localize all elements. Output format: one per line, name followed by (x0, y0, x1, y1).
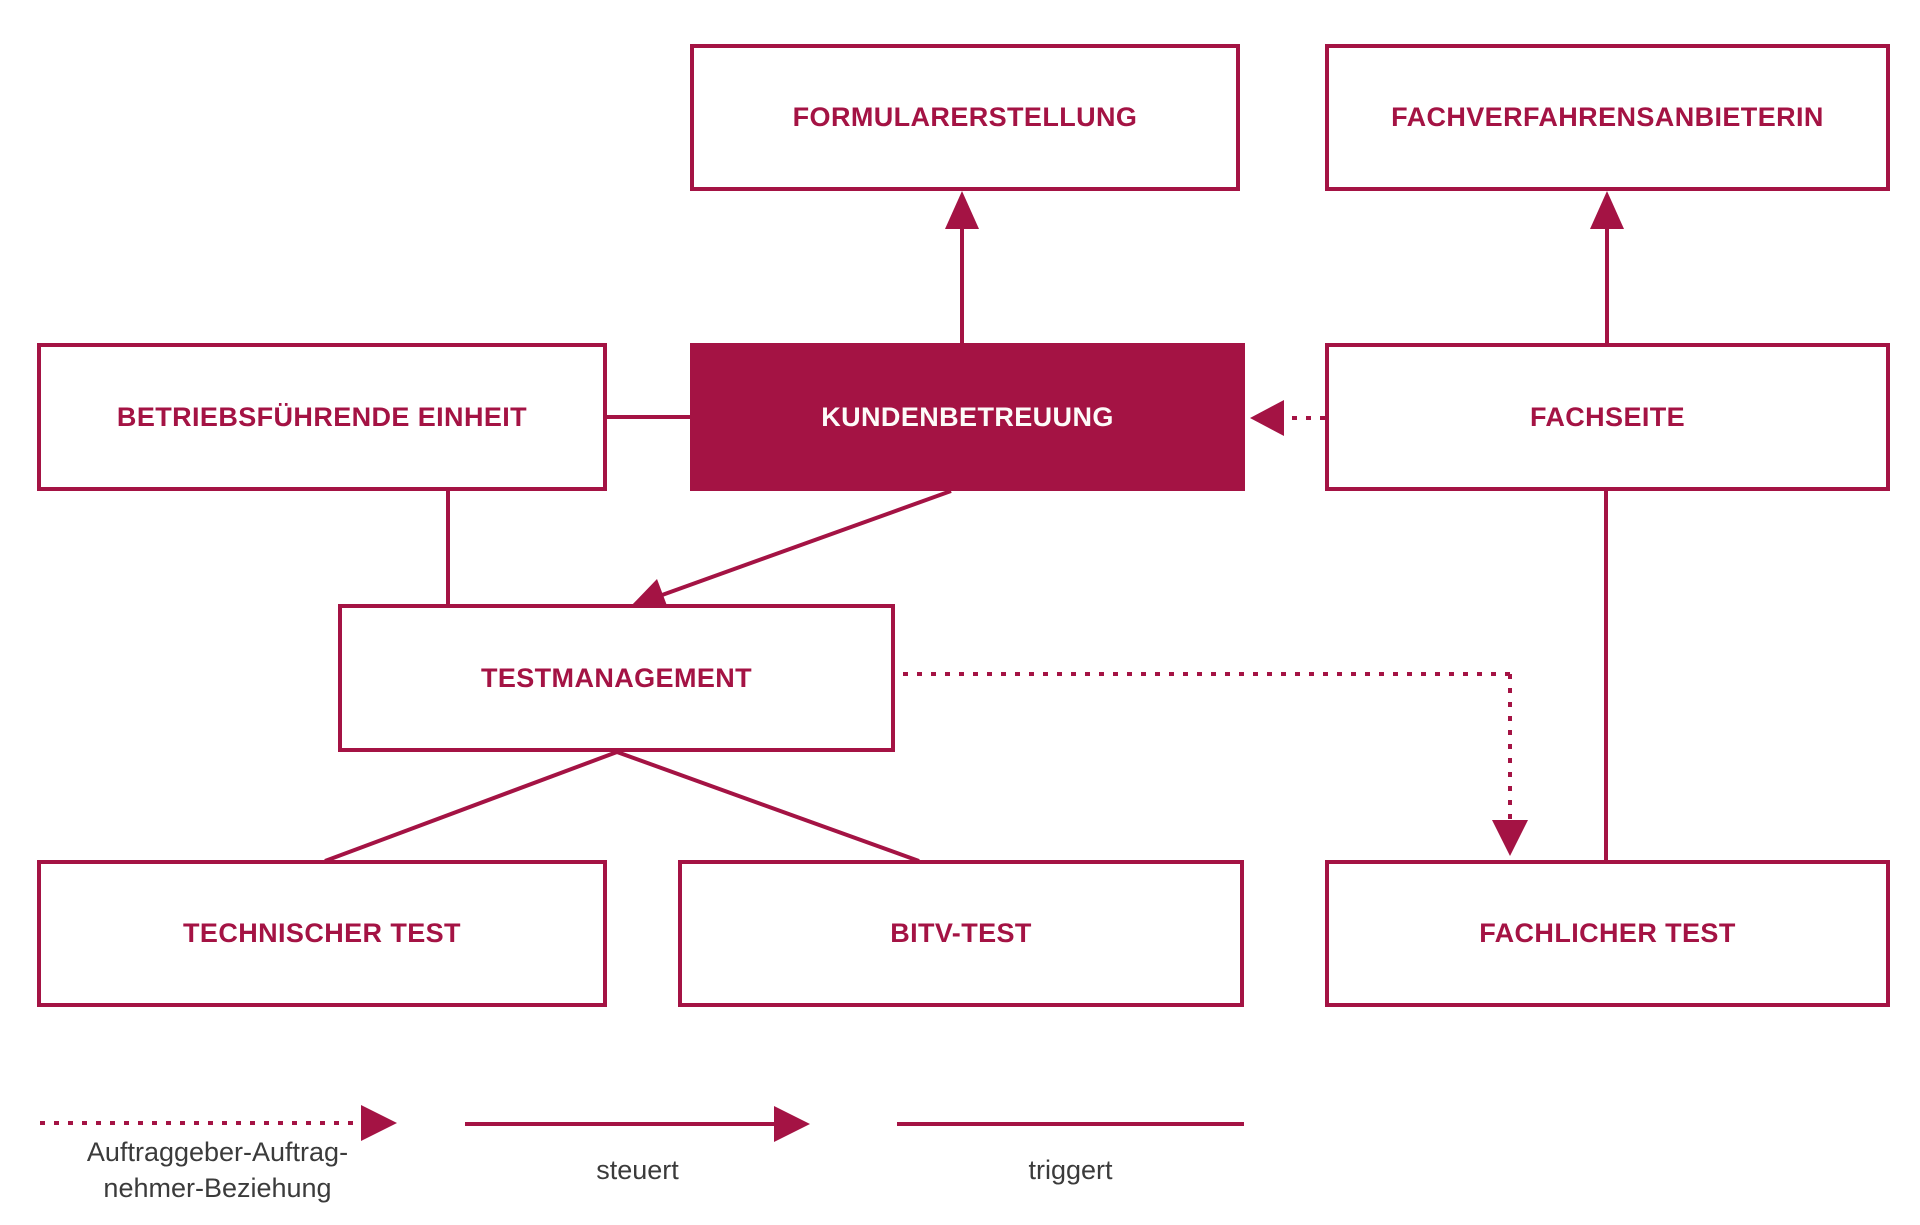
node-kundenbetreuung: KUNDENBETREUUNG (690, 343, 1245, 491)
legend-label-line: triggert (1028, 1155, 1113, 1185)
legend-label-line: Auftraggeber-Auftrag- (86, 1137, 349, 1167)
node-bitv-test: BITV-TEST (678, 860, 1244, 1007)
arrowhead-up-fachverfahrensanbieterin (1590, 191, 1624, 229)
node-fachverfahrensanbieterin: FACHVERFAHRENSANBIETERIN (1325, 44, 1890, 191)
legend-label-line: steuert (596, 1155, 679, 1185)
node-label: TECHNISCHER TEST (183, 918, 461, 949)
node-label: BETRIEBSFÜHRENDE EINHEIT (116, 401, 528, 432)
arrowhead-left-kundenbetreuung (1250, 400, 1284, 436)
legend-dotted-arrowhead (361, 1105, 397, 1141)
node-formularerstellung: FORMULARERSTELLUNG (690, 44, 1240, 191)
node-betriebsfuehrende-einheit: BETRIEBSFÜHRENDE EINHEIT (37, 343, 607, 491)
legend-label-steuert: steuert (465, 1152, 810, 1188)
legend-label-line: nehmer-Beziehung (103, 1173, 332, 1203)
node-technischer-test: TECHNISCHER TEST (37, 860, 607, 1007)
node-label: KUNDENBETREUUNG (821, 401, 1114, 432)
node-label: FACHLICHER TEST (1479, 918, 1736, 949)
arrowhead-up-formularerstellung (945, 191, 979, 229)
edge-testmanagement-technischer-test (324, 750, 618, 863)
edge-testmanagement-bitv-test (616, 750, 920, 863)
node-label: FACHVERFAHRENSANBIETERIN (1391, 102, 1824, 133)
node-fachseite: FACHSEITE (1325, 343, 1890, 491)
arrowhead-testmanagement (631, 579, 669, 611)
legend-label-triggert: triggert (897, 1152, 1244, 1188)
node-label: FORMULARERSTELLUNG (792, 102, 1138, 133)
legend-solid-arrowhead (774, 1106, 810, 1142)
arrowhead-down-fachlicher-test (1492, 820, 1528, 856)
legend-label-auftraggeber-beziehung: Auftraggeber-Auftrag- nehmer-Beziehung (40, 1134, 395, 1206)
node-label: FACHSEITE (1529, 401, 1686, 432)
edge-kundenbetreuung-testmanagement (650, 489, 952, 601)
node-label: TESTMANAGEMENT (480, 662, 753, 693)
node-testmanagement: TESTMANAGEMENT (338, 604, 895, 752)
node-label: BITV-TEST (890, 918, 1032, 949)
node-fachlicher-test: FACHLICHER TEST (1325, 860, 1890, 1007)
